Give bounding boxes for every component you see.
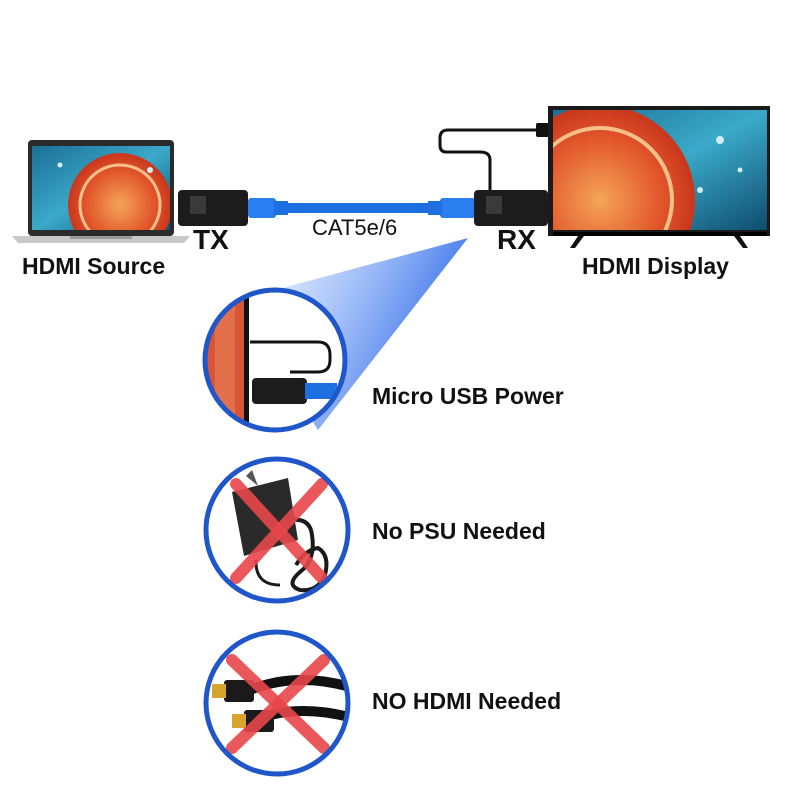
cable-label: CAT5e/6 (312, 215, 398, 240)
cross-mark-icon (226, 654, 330, 754)
feature-no-psu: No PSU Needed (372, 518, 546, 544)
rx-extender-icon (438, 123, 550, 226)
tx-extender-icon (178, 190, 248, 226)
hdmi-cable-crossed-icon (203, 629, 351, 777)
tv-display-icon (548, 106, 770, 248)
feature-micro-usb-power: Micro USB Power (372, 383, 564, 409)
power-adapter-crossed-icon (203, 456, 351, 604)
cat-cable-icon (248, 198, 476, 218)
tx-label: TX (193, 224, 229, 255)
rx-label: RX (497, 224, 536, 255)
laptop-icon (12, 140, 190, 243)
feature-no-hdmi: NO HDMI Needed (372, 688, 562, 714)
hdmi-source-label: HDMI Source (22, 253, 166, 279)
cross-mark-icon (230, 478, 328, 584)
hdmi-display-label: HDMI Display (582, 253, 729, 279)
